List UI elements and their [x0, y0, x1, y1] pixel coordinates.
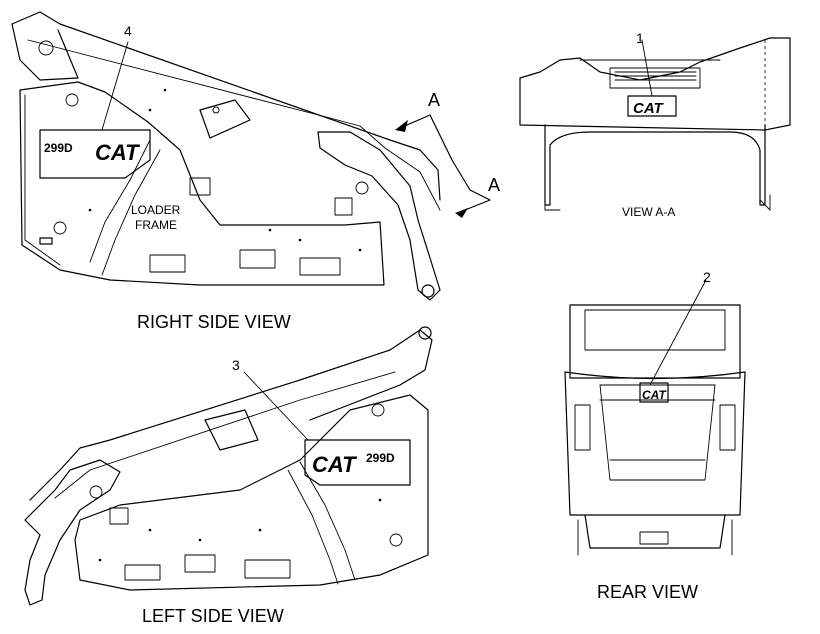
model-decal-text: 299D [44, 141, 73, 155]
loader-frame-label-line2: FRAME [135, 218, 177, 232]
loader-frame-label-line1: LOADER [131, 203, 181, 217]
right-side-view-title: RIGHT SIDE VIEW [137, 312, 291, 332]
left-side-view-drawing: CAT 299D [24, 326, 433, 606]
view-a-a-title: VIEW A-A [622, 205, 676, 219]
callout-2: 2 [703, 269, 711, 285]
callout-3: 3 [232, 357, 240, 373]
cat-logo-icon: CAT [95, 140, 140, 165]
left-side-view-title: LEFT SIDE VIEW [142, 606, 284, 626]
cat-logo-icon-rear: CAT [642, 388, 667, 402]
cat-logo-icon-a: CAT [633, 100, 665, 117]
cat-logo-icon-left: CAT [312, 452, 357, 477]
rear-view-title: REAR VIEW [597, 582, 699, 602]
section-a-label-bottom: A [488, 175, 501, 195]
callout-1: 1 [636, 30, 644, 46]
model-decal-text-left: 299D [366, 451, 395, 465]
view-a-a-drawing: CAT [519, 37, 791, 211]
right-side-view-drawing: 299D CAT [11, 11, 441, 301]
section-a-label-top: A [428, 90, 441, 110]
section-a-arrows [395, 114, 491, 218]
rear-view-drawing: CAT [564, 279, 746, 556]
callout-4: 4 [124, 23, 132, 39]
